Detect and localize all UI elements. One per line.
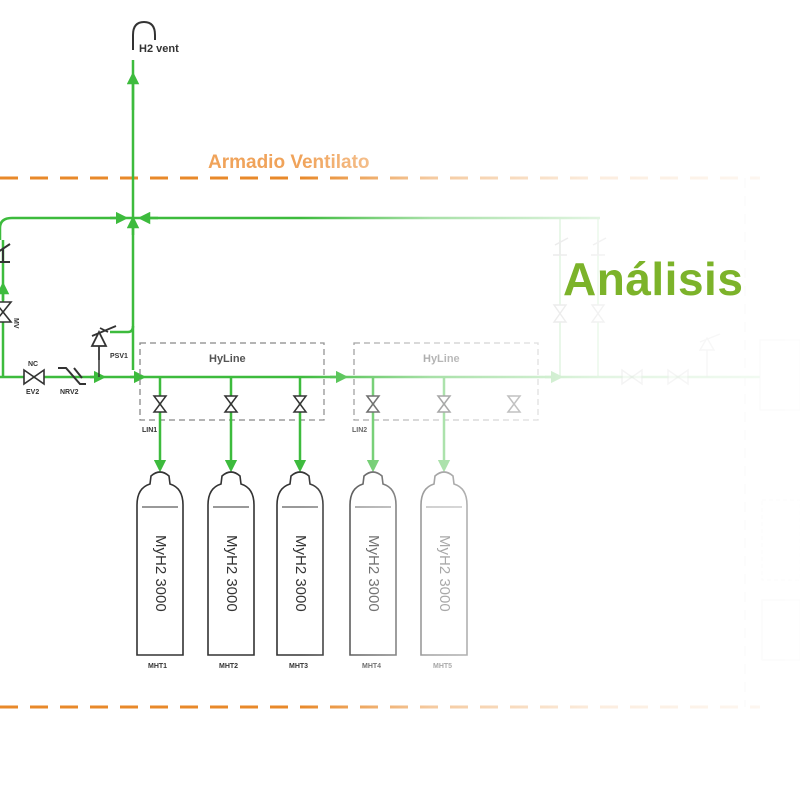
vent-stack [126, 20, 156, 370]
vent-header-left [0, 216, 133, 240]
psv1-relief [90, 325, 135, 377]
mv-label: MV [12, 318, 19, 329]
cabinet-label: Armadio Ventilato [208, 152, 370, 173]
cylinder-branches [152, 377, 522, 473]
right-main-valve-1 [621, 368, 643, 386]
right-relief-icon-3 [698, 333, 721, 377]
cylinder-5-tag: MHT5 [433, 663, 452, 670]
ev2-valve-icon [23, 368, 45, 386]
cylinder-3: MyH2 3000 MHT3 [276, 471, 324, 670]
branch-6-valve-icon [506, 395, 522, 413]
branch-1 [152, 377, 168, 473]
right-box-1 [759, 339, 800, 411]
branch-3-valve-icon [292, 395, 308, 413]
cylinder-1: MyH2 3000 MHT1 [136, 471, 184, 670]
ev2-label: EV2 [26, 389, 39, 396]
manifold-2-label: HyLine [423, 353, 460, 365]
cylinder-5: MyH2 3000 MHT5 [420, 471, 468, 670]
manifold-1-label: HyLine [209, 353, 246, 365]
nrv2-label: NRV2 [60, 389, 79, 396]
branch-4 [365, 377, 381, 473]
branch-5 [436, 377, 452, 473]
cylinder-1-model: MyH2 3000 [152, 535, 169, 612]
branch-5-valve-icon [436, 395, 452, 413]
main-line [0, 367, 760, 386]
branch-4-valve-icon [365, 395, 381, 413]
branch-2-valve-icon [223, 395, 239, 413]
cylinder-2-tag: MHT2 [219, 663, 238, 670]
branch-3 [292, 377, 308, 473]
cylinder-2-model: MyH2 3000 [223, 535, 240, 612]
nc-label: NC [28, 361, 38, 368]
branch-2 [223, 377, 239, 473]
manifold-2-tag: LIN2 [352, 427, 367, 434]
right-valve-icon-1 [552, 304, 568, 323]
vent-label: H2 vent [139, 43, 179, 55]
right-main-valve-2 [667, 368, 689, 386]
cylinder-4-tag: MHT4 [362, 663, 381, 670]
right-valve-icon-2 [590, 304, 606, 323]
right-box-3 [761, 499, 800, 581]
vent-header [0, 211, 600, 240]
cylinder-3-tag: MHT3 [289, 663, 308, 670]
left-branch: MV [0, 240, 19, 378]
branch-6 [506, 395, 522, 413]
cylinder-4-model: MyH2 3000 [365, 535, 382, 612]
branch-1-valve-icon [152, 395, 168, 413]
cylinder-2: MyH2 3000 MHT2 [207, 471, 255, 670]
mv-valve-icon [0, 301, 13, 323]
cylinder-4: MyH2 3000 MHT4 [349, 471, 397, 670]
cylinder-3-model: MyH2 3000 [292, 535, 309, 612]
cylinder-1-tag: MHT1 [148, 663, 167, 670]
cylinder-5-model: MyH2 3000 [436, 535, 453, 612]
right-box-2 [761, 599, 800, 661]
manifold-1-tag: LIN1 [142, 427, 157, 434]
left-relief-valve-icon [0, 243, 11, 263]
psv1-label: PSV1 [110, 353, 128, 360]
analisis-heading: Análisis [563, 253, 744, 305]
